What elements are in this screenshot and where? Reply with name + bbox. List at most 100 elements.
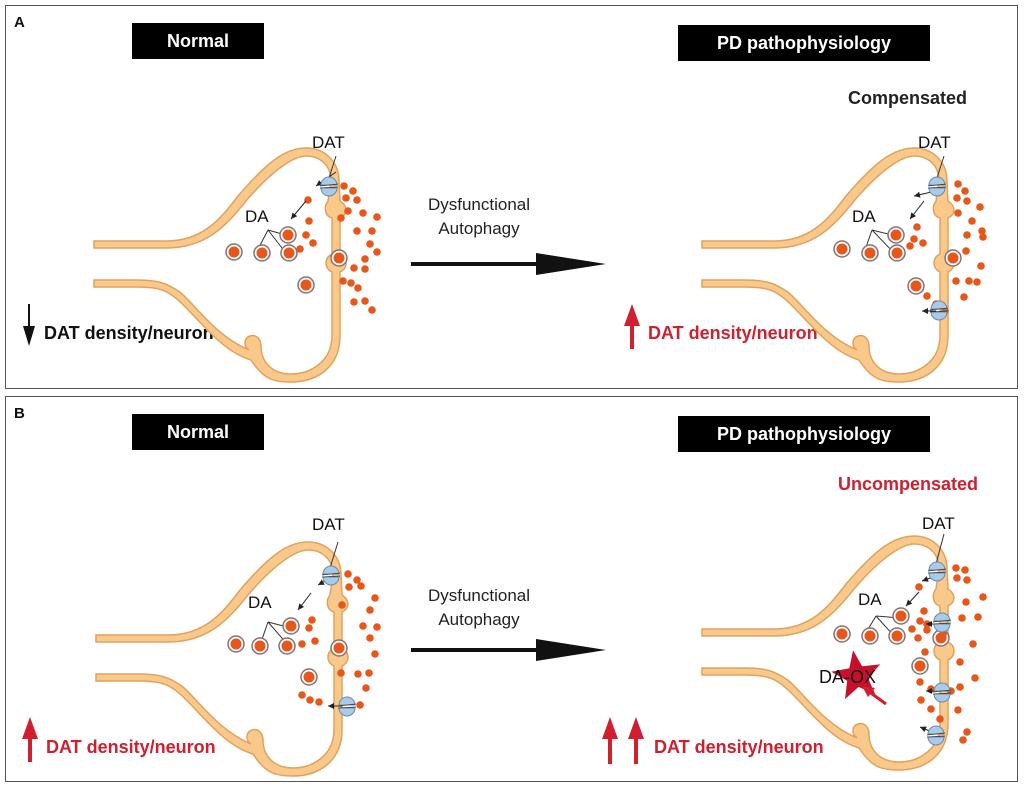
dopamine-molecule bbox=[979, 593, 987, 601]
dopamine-molecule bbox=[971, 674, 979, 682]
dopamine-molecule bbox=[354, 284, 362, 292]
up-arrow-icon bbox=[624, 304, 640, 349]
transition-line-2: Autophagy bbox=[438, 219, 520, 238]
vesicle-dopamine bbox=[890, 229, 902, 241]
left-density-label: DAT density/neuron bbox=[46, 737, 216, 757]
dopamine-molecule bbox=[350, 264, 358, 272]
dopamine-molecule bbox=[298, 640, 306, 648]
dopamine-molecule bbox=[309, 239, 317, 247]
dopamine-molecule bbox=[342, 194, 350, 202]
dopamine-molecule bbox=[366, 634, 374, 642]
pd-terminal bbox=[701, 147, 987, 383]
dopamine-molecule bbox=[315, 698, 323, 706]
vesicle-dopamine bbox=[836, 243, 848, 255]
vesicle-dopamine bbox=[891, 247, 903, 259]
pd-header: PD pathophysiology bbox=[678, 25, 930, 61]
dopamine-molecule bbox=[354, 670, 362, 678]
dopamine-molecule bbox=[373, 623, 381, 631]
dopamine-molecule bbox=[338, 601, 346, 609]
arrowhead-icon bbox=[910, 212, 917, 219]
arrowhead-icon bbox=[298, 603, 305, 610]
dopamine-molecule bbox=[344, 207, 352, 215]
dopamine-molecule bbox=[956, 683, 964, 691]
da-label: DA bbox=[858, 590, 882, 609]
dopamine-molecule bbox=[977, 262, 985, 270]
panel-label: B bbox=[14, 405, 25, 422]
dopamine-molecule bbox=[917, 696, 925, 704]
da-label: DA bbox=[248, 593, 272, 612]
dat-label: DAT bbox=[922, 514, 955, 533]
membrane-outline bbox=[93, 147, 347, 383]
dopamine-molecule bbox=[958, 614, 966, 622]
dopamine-molecule bbox=[979, 233, 987, 241]
normal-header: Normal bbox=[132, 414, 264, 450]
dopamine-molecule bbox=[356, 701, 364, 709]
vesicle-dopamine bbox=[230, 638, 242, 650]
dat-label: DAT bbox=[312, 133, 345, 152]
vesicle-dopamine bbox=[333, 642, 345, 654]
vesicle-dopamine bbox=[864, 630, 876, 642]
dopamine-molecule bbox=[349, 187, 357, 195]
vesicle-dopamine bbox=[333, 252, 345, 264]
up-arrow-icon bbox=[22, 717, 38, 762]
dopamine-molecule bbox=[913, 223, 921, 231]
dopamine-molecule bbox=[923, 626, 931, 634]
vesicle-dopamine bbox=[895, 610, 907, 622]
dopamine-molecule bbox=[927, 705, 935, 713]
dopamine-molecule bbox=[359, 622, 367, 630]
label-leader-line bbox=[329, 541, 339, 569]
da-label: DA bbox=[245, 207, 269, 226]
dopamine-molecule bbox=[963, 728, 971, 736]
dopamine-molecule bbox=[953, 574, 961, 582]
dopamine-molecule bbox=[936, 715, 944, 723]
dopamine-molecule bbox=[920, 607, 928, 615]
dopamine-molecule bbox=[956, 658, 964, 666]
vesicle-dopamine bbox=[891, 630, 903, 642]
transition-label: Dysfunctional Autophagy bbox=[404, 193, 554, 241]
dopamine-molecule bbox=[353, 576, 361, 584]
arrowhead-icon bbox=[906, 599, 913, 606]
dopamine-molecule bbox=[908, 625, 916, 633]
transition-label: Dysfunctional Autophagy bbox=[404, 584, 554, 632]
vesicle-dopamine bbox=[303, 671, 315, 683]
dat-label: DAT bbox=[918, 133, 951, 152]
dopamine-molecule bbox=[974, 613, 982, 621]
vesicle-dopamine bbox=[947, 252, 959, 264]
dopamine-molecule bbox=[976, 203, 984, 211]
transition-arrow bbox=[411, 253, 606, 275]
arrowhead-icon bbox=[318, 579, 325, 585]
dopamine-molecule bbox=[916, 617, 924, 625]
up-arrow-icon bbox=[628, 717, 644, 764]
vesicle-dopamine bbox=[300, 279, 312, 291]
dopamine-molecule bbox=[302, 231, 310, 239]
dat-transporter-icon bbox=[319, 176, 339, 197]
dopamine-molecule bbox=[953, 194, 961, 202]
dopamine-molecule bbox=[923, 292, 931, 300]
dopamine-molecule bbox=[361, 297, 369, 305]
panel-b: B Normal PD pathophysiology Uncompensate… bbox=[5, 396, 1018, 782]
dat-transporter-icon bbox=[927, 561, 947, 582]
dopamine-molecule bbox=[339, 277, 347, 285]
dat-transporter-icon bbox=[337, 696, 357, 717]
dopamine-molecule bbox=[361, 265, 369, 273]
dat-transporter-icon bbox=[932, 682, 952, 703]
dopamine-molecule bbox=[373, 213, 381, 221]
up-arrow-icon bbox=[602, 717, 618, 764]
oxidation-star-icon bbox=[831, 650, 887, 706]
vesicle-dopamine bbox=[254, 640, 266, 652]
dopamine-molecule bbox=[347, 279, 355, 287]
vesicle-dopamine bbox=[228, 246, 240, 258]
transition-line-1: Dysfunctional bbox=[427, 586, 531, 605]
dopamine-molecule bbox=[960, 293, 968, 301]
dat-transporter-icon bbox=[321, 565, 341, 586]
dopamine-molecule bbox=[359, 209, 367, 217]
dopamine-molecule bbox=[368, 306, 376, 314]
dopamine-molecule bbox=[362, 684, 370, 692]
dopamine-molecule bbox=[304, 196, 312, 204]
dat-label: DAT bbox=[312, 515, 345, 534]
dopamine-molecule bbox=[914, 634, 922, 642]
normal-terminal bbox=[93, 147, 381, 383]
arrowhead-icon bbox=[328, 703, 334, 709]
arrowhead-icon bbox=[914, 191, 921, 198]
arrowhead-icon bbox=[920, 726, 927, 733]
